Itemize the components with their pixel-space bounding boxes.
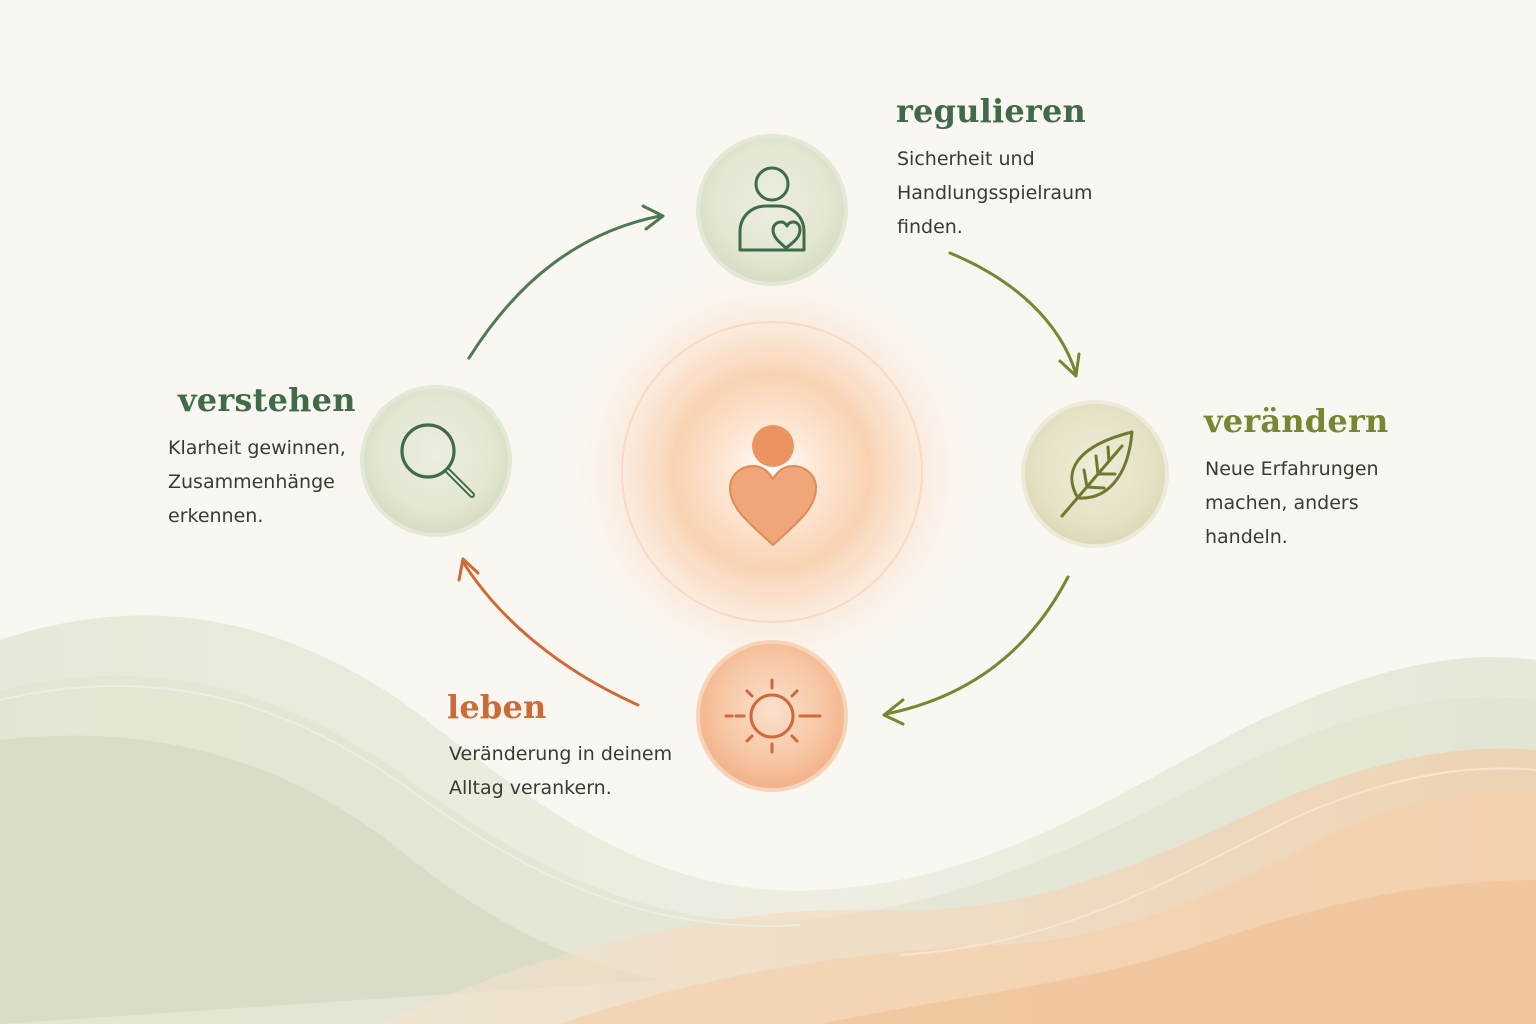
arrow-regulieren-to-veraendern xyxy=(948,251,1081,378)
person-heart-icon xyxy=(729,425,817,546)
center-glow xyxy=(612,312,932,632)
node-disc-regulieren xyxy=(696,134,848,286)
stage-description-veraendern: Neue Erfahrungen machen, anders handeln. xyxy=(1205,458,1379,548)
wave-line-2 xyxy=(899,767,1536,956)
wave-front-green xyxy=(0,735,660,1024)
arrow-veraendern-to-leben xyxy=(882,575,1070,726)
stage-veraendern-node[interactable] xyxy=(1021,400,1169,548)
person-with-heart-icon xyxy=(738,166,806,252)
node-disc-verstehen xyxy=(360,385,512,537)
node-disc-leben xyxy=(696,640,848,792)
stage-leben-node[interactable] xyxy=(696,640,848,792)
center-hub xyxy=(567,267,977,677)
stage-regulieren-node[interactable] xyxy=(696,134,848,286)
wave-orange-3 xyxy=(820,880,1536,1024)
node-disc-veraendern xyxy=(1021,400,1169,548)
arrow-leben-to-verstehen xyxy=(457,557,640,707)
stage-title-veraendern: verändern xyxy=(1204,402,1389,440)
leaf-icon xyxy=(1060,430,1134,518)
sun-icon xyxy=(724,678,822,754)
flow-arrows xyxy=(457,204,1081,726)
stage-title-leben: leben xyxy=(447,688,547,726)
stage-description-regulieren: Sicherheit und Handlungsspielraum finden… xyxy=(897,148,1093,238)
stage-verstehen-node[interactable] xyxy=(360,385,512,537)
arrow-verstehen-to-regulieren xyxy=(467,204,665,360)
magnifier-icon xyxy=(400,423,475,498)
stage-title-regulieren: regulieren xyxy=(896,92,1087,130)
wave-line-1 xyxy=(0,684,801,927)
background-waves xyxy=(0,615,1536,1024)
stage-description-verstehen: Klarheit gewinnen, Zusammenhänge erkenne… xyxy=(168,437,346,527)
stage-description-leben: Veränderung in deinem Alltag verankern. xyxy=(449,743,673,799)
stage-title-verstehen: verstehen xyxy=(178,381,356,419)
center-ring xyxy=(621,321,923,623)
